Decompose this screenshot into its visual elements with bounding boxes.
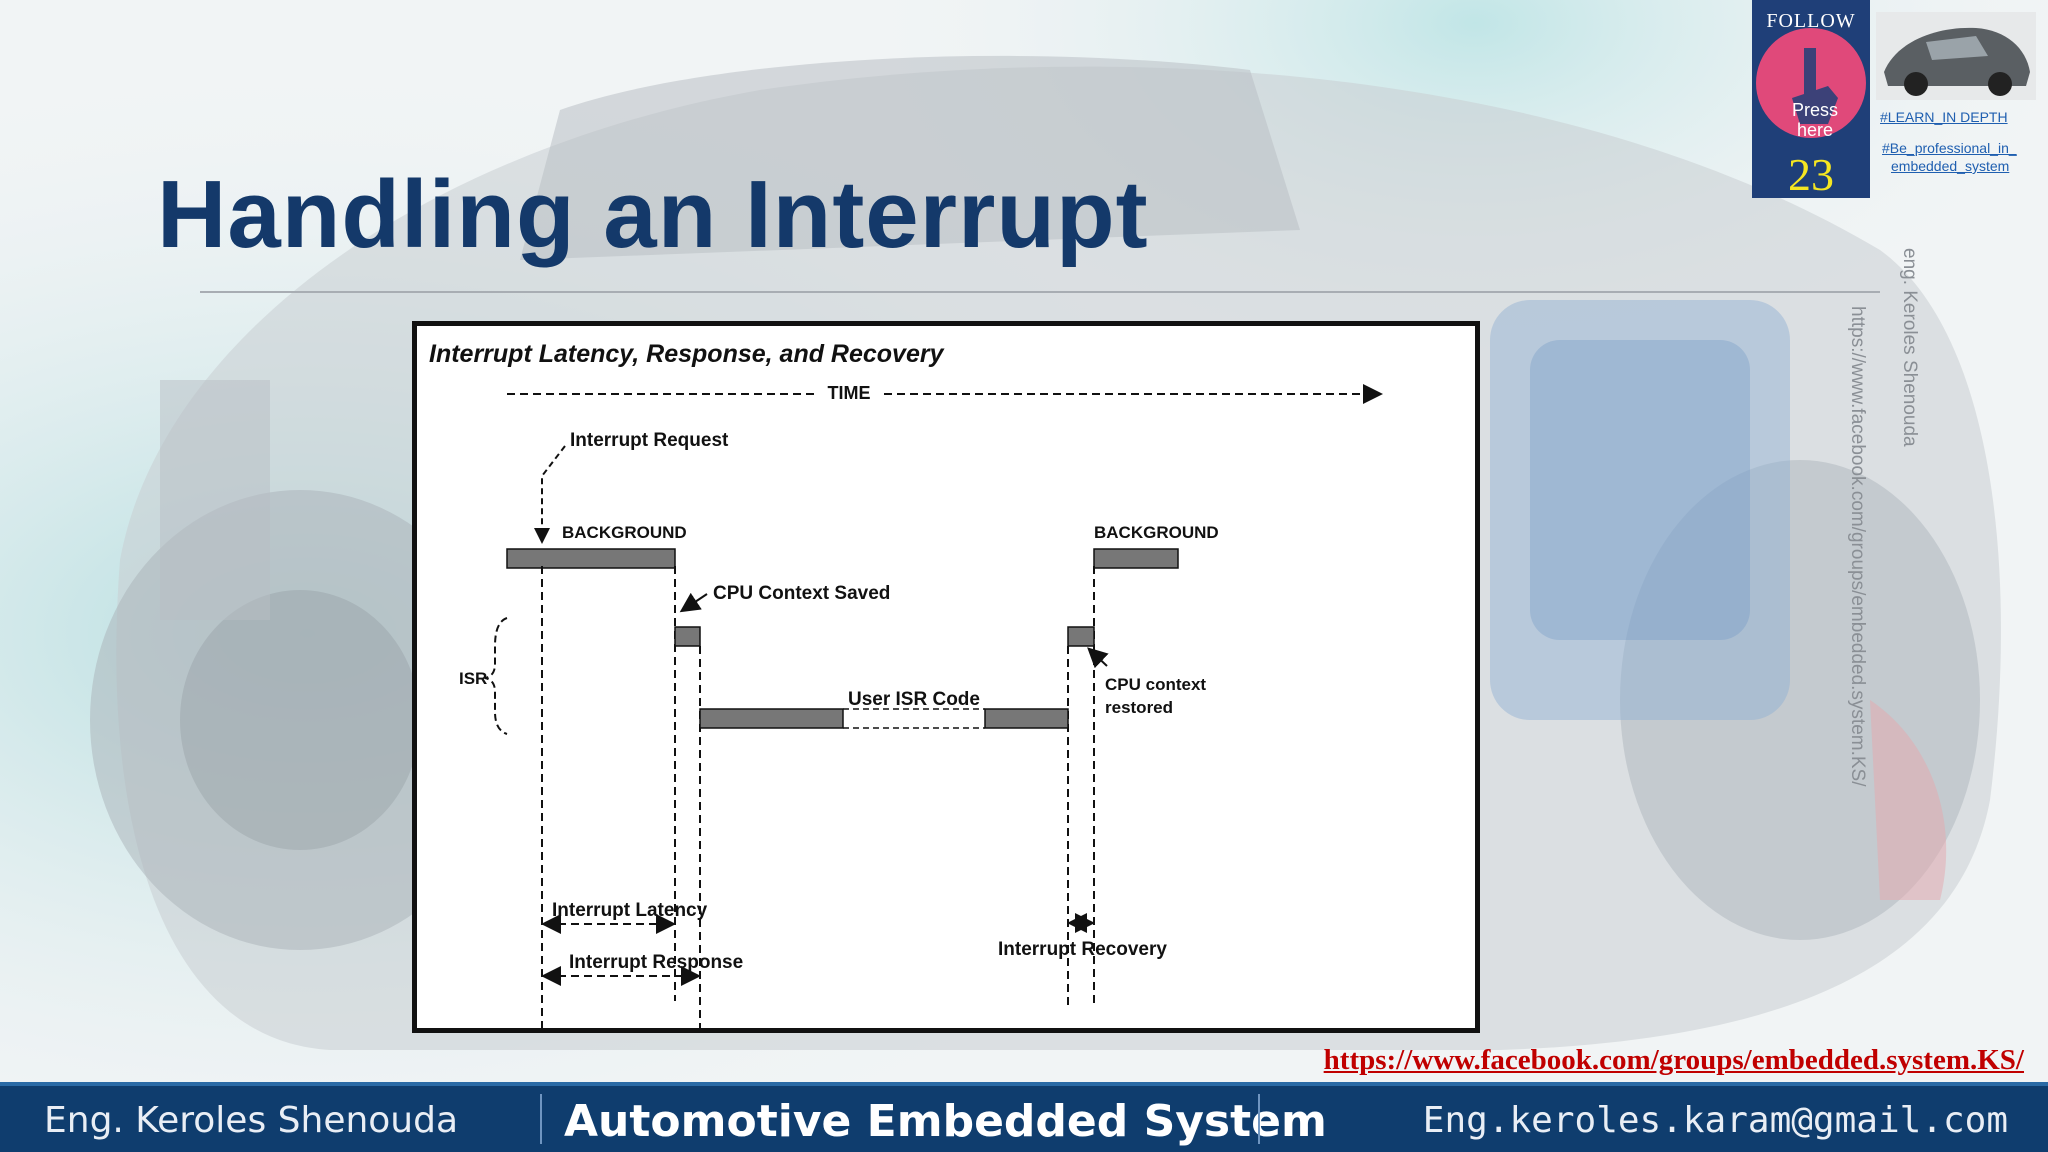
- slide-title: Handling an Interrupt: [157, 161, 1149, 268]
- background-bar-right: [1093, 548, 1179, 569]
- context-saved-pointer: [679, 592, 708, 613]
- interrupt-response-label: Interrupt Response: [569, 952, 743, 973]
- user-isr-bar-left: [699, 708, 844, 729]
- user-isr-bar-right: [984, 708, 1069, 729]
- background-bar-left: [506, 548, 676, 569]
- footer-email[interactable]: Eng.keroles.karam@gmail.com: [1422, 1100, 2008, 1141]
- diagram-heading: Interrupt Latency, Response, and Recover…: [429, 340, 945, 368]
- cpu-context-restored-line1: CPU context: [1105, 675, 1206, 694]
- user-isr-code-label: User ISR Code: [848, 689, 980, 710]
- title-divider: [200, 291, 1880, 293]
- interrupt-timing-diagram: Interrupt Latency, Response, and Recover…: [412, 321, 1480, 1033]
- footer-author: Eng. Keroles Shenouda: [44, 1100, 459, 1141]
- diagram-canvas: Interrupt Latency, Response, and Recover…: [429, 340, 1383, 1028]
- slide-number: 23: [1788, 149, 1834, 200]
- footer-course-title: Automotive Embedded System: [564, 1096, 1327, 1147]
- watermark-url: https://www.facebook.com/groups/embedded…: [1847, 306, 1868, 787]
- follow-us-badge[interactable]: FOLLOW US Press here 23: [1752, 0, 1870, 200]
- interrupt-recovery-label: Interrupt Recovery: [998, 939, 1167, 960]
- context-restore-block: [1067, 626, 1095, 647]
- press-here-button[interactable]: Press here: [1756, 28, 1866, 140]
- facebook-group-link[interactable]: https://www.facebook.com/groups/embedded…: [1323, 1044, 2024, 1076]
- context-save-block: [674, 626, 701, 647]
- footer-divider-right: [1258, 1094, 1260, 1144]
- isr-brace: [484, 617, 508, 735]
- isr-label: ISR: [459, 669, 487, 688]
- car-thumbnail: [1876, 12, 2036, 100]
- cpu-context-restored-line2: restored: [1105, 698, 1173, 717]
- learn-in-depth-tag[interactable]: #LEARN_IN DEPTH: [1880, 109, 2008, 125]
- pointing-hand-icon: [1792, 48, 1838, 124]
- background-right-label: BACKGROUND: [1094, 523, 1219, 542]
- be-professional-tag-line1[interactable]: #Be_professional_in_: [1882, 140, 2017, 156]
- interrupt-request-arrowhead: [534, 528, 550, 544]
- footer-divider-left: [540, 1094, 542, 1144]
- background-left-label: BACKGROUND: [562, 523, 687, 542]
- interrupt-request-label: Interrupt Request: [570, 430, 729, 451]
- press-label-line2: here: [1796, 120, 1834, 140]
- interrupt-request-pointer: [541, 445, 566, 536]
- press-label-line1: Press: [1791, 100, 1838, 120]
- cpu-context-saved-label: CPU Context Saved: [713, 583, 890, 604]
- time-label: TIME: [828, 383, 871, 403]
- interrupt-latency-label: Interrupt Latency: [552, 900, 708, 921]
- watermark-author: eng. Keroles Shenouda: [1899, 248, 1920, 447]
- be-professional-tag-line2[interactable]: embedded_system: [1891, 158, 2010, 174]
- context-restored-pointer: [1087, 647, 1109, 669]
- footer-bar: Eng. Keroles Shenouda Automotive Embedde…: [0, 1082, 2048, 1152]
